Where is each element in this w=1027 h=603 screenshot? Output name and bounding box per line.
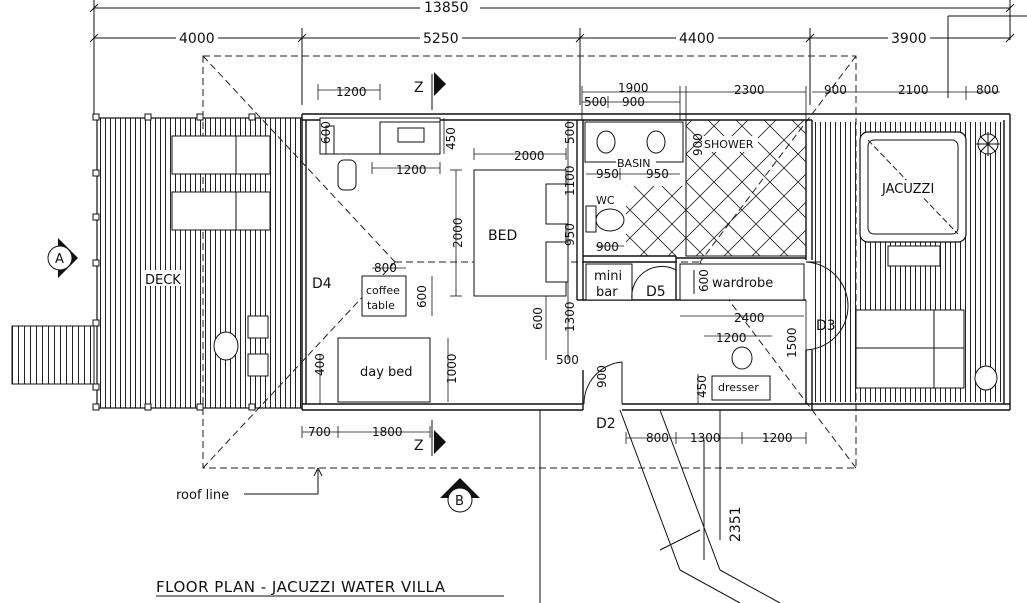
section-marker-b bbox=[440, 478, 480, 513]
section-arrow-z-top bbox=[431, 72, 446, 110]
dim-800-jacuzzi: 800 bbox=[976, 83, 999, 97]
dim-900-wc: 900 bbox=[596, 240, 619, 254]
wc-label: WC bbox=[596, 194, 615, 207]
wardrobe bbox=[679, 263, 805, 301]
dim-450-dresser: 450 bbox=[695, 375, 709, 398]
section-a-label: A bbox=[55, 252, 64, 267]
dim-1300-bottom: 1300 bbox=[690, 431, 721, 445]
dim-1000-daybed: 1000 bbox=[445, 353, 459, 384]
deck-area bbox=[96, 117, 303, 409]
coffee-table-label-2: table bbox=[367, 299, 395, 312]
overall-dimension bbox=[89, 0, 1015, 120]
door-d2-label: D2 bbox=[596, 416, 616, 432]
dim-1200-bottom: 1200 bbox=[762, 431, 793, 445]
section-marker-a bbox=[47, 238, 78, 278]
shower-floor-grid bbox=[626, 186, 686, 256]
dim-600-desk: 600 bbox=[319, 121, 333, 144]
walkway bbox=[539, 409, 781, 603]
segment-dimensions bbox=[89, 28, 1015, 105]
dim-950-wc-vertical: 950 bbox=[563, 223, 577, 246]
mini-bar-label-1: mini bbox=[594, 269, 622, 284]
dim-1300-bed-side: 1300 bbox=[563, 301, 577, 332]
basin-counter bbox=[584, 121, 684, 163]
mini-bar-label-2: bar bbox=[596, 285, 618, 300]
dim-950-basin-left: 950 bbox=[596, 167, 619, 181]
dim-500-bed-side: 500 bbox=[556, 353, 579, 367]
dim-1500-dresser: 1500 bbox=[785, 327, 799, 358]
bed-label: BED bbox=[488, 228, 517, 244]
door-d4-label: D4 bbox=[312, 276, 332, 292]
section-z-top-label: Z bbox=[414, 80, 424, 96]
dim-1200-desk-lower: 1200 bbox=[396, 163, 427, 177]
coffee-table bbox=[361, 275, 407, 317]
dim-500-bath: 500 bbox=[584, 95, 607, 109]
jacuzzi-deck bbox=[814, 122, 1002, 402]
wardrobe-label: wardrobe bbox=[712, 276, 773, 291]
dim-800-bottom: 800 bbox=[646, 431, 669, 445]
section-z-bottom-label: Z bbox=[414, 438, 424, 454]
dresser bbox=[711, 346, 771, 401]
dim-600-wardrobe: 600 bbox=[697, 269, 711, 292]
drawing-title: FLOOR PLAN - JACUZZI WATER VILLA bbox=[156, 578, 446, 596]
dim-2000-bed: 2000 bbox=[514, 149, 545, 163]
dim-450-desk: 450 bbox=[444, 127, 458, 150]
dim-600-coffee: 600 bbox=[415, 285, 429, 308]
dim-800-coffee: 800 bbox=[374, 261, 397, 275]
roof-line-leader bbox=[244, 467, 323, 495]
dim-2400-wardrobe: 2400 bbox=[734, 311, 765, 325]
dim-900-corridor: 900 bbox=[824, 83, 847, 97]
overall-dimension-label: 13850 bbox=[424, 0, 469, 16]
segment-dimension-1: 4000 bbox=[179, 31, 215, 47]
dim-2000-bed-vertical: 2000 bbox=[451, 217, 465, 248]
segment-dimension-4: 3900 bbox=[891, 31, 927, 47]
dim-900-shower-vertical: 900 bbox=[691, 133, 705, 156]
segment-dimension-3: 4400 bbox=[679, 31, 715, 47]
segment-dimension-2: 5250 bbox=[423, 31, 459, 47]
day-bed-label: day bed bbox=[360, 365, 413, 380]
coffee-table-label-1: coffee bbox=[366, 284, 400, 297]
desk bbox=[319, 117, 441, 191]
dim-950-basin-right: 950 bbox=[646, 167, 669, 181]
section-b-label: B bbox=[455, 494, 464, 509]
door-d3-label: D3 bbox=[816, 318, 836, 334]
dim-900-basin: 900 bbox=[622, 95, 645, 109]
dim-1800-daybed: 1800 bbox=[372, 425, 403, 439]
dim-1200-dresser: 1200 bbox=[716, 331, 747, 345]
dim-2100-jacuzzi: 2100 bbox=[898, 83, 929, 97]
shower-label: SHOWER bbox=[704, 138, 754, 151]
dresser-label: dresser bbox=[718, 381, 759, 394]
door-d5-label: D5 bbox=[646, 284, 666, 300]
dim-2351-walkway: 2351 bbox=[728, 506, 744, 542]
dim-500-nightstand: 500 bbox=[563, 121, 577, 144]
mini-bar bbox=[585, 263, 633, 301]
roof-line-label: roof line bbox=[176, 488, 229, 503]
dim-900-door: 900 bbox=[595, 365, 609, 388]
deck-label: DECK bbox=[145, 273, 181, 288]
dim-1100-nightstand: 1100 bbox=[563, 165, 577, 196]
section-arrow-z-bottom bbox=[431, 420, 446, 456]
dim-1900-bath: 1900 bbox=[618, 81, 649, 95]
dim-700-daybed: 700 bbox=[308, 425, 331, 439]
entry-stair bbox=[11, 325, 95, 385]
dimension-lines bbox=[301, 84, 1000, 444]
toilet bbox=[585, 205, 625, 233]
dim-1200-desk: 1200 bbox=[336, 85, 367, 99]
bed bbox=[473, 169, 569, 297]
dim-2300-shower: 2300 bbox=[734, 83, 765, 97]
jacuzzi-label: JACUZZI bbox=[881, 182, 934, 197]
deck-posts bbox=[92, 113, 256, 411]
basin-label: BASIN bbox=[617, 157, 651, 170]
dim-400-daybed: 400 bbox=[313, 353, 327, 376]
day-bed bbox=[337, 337, 431, 403]
dim-600-nightstand-lower: 600 bbox=[531, 307, 545, 330]
